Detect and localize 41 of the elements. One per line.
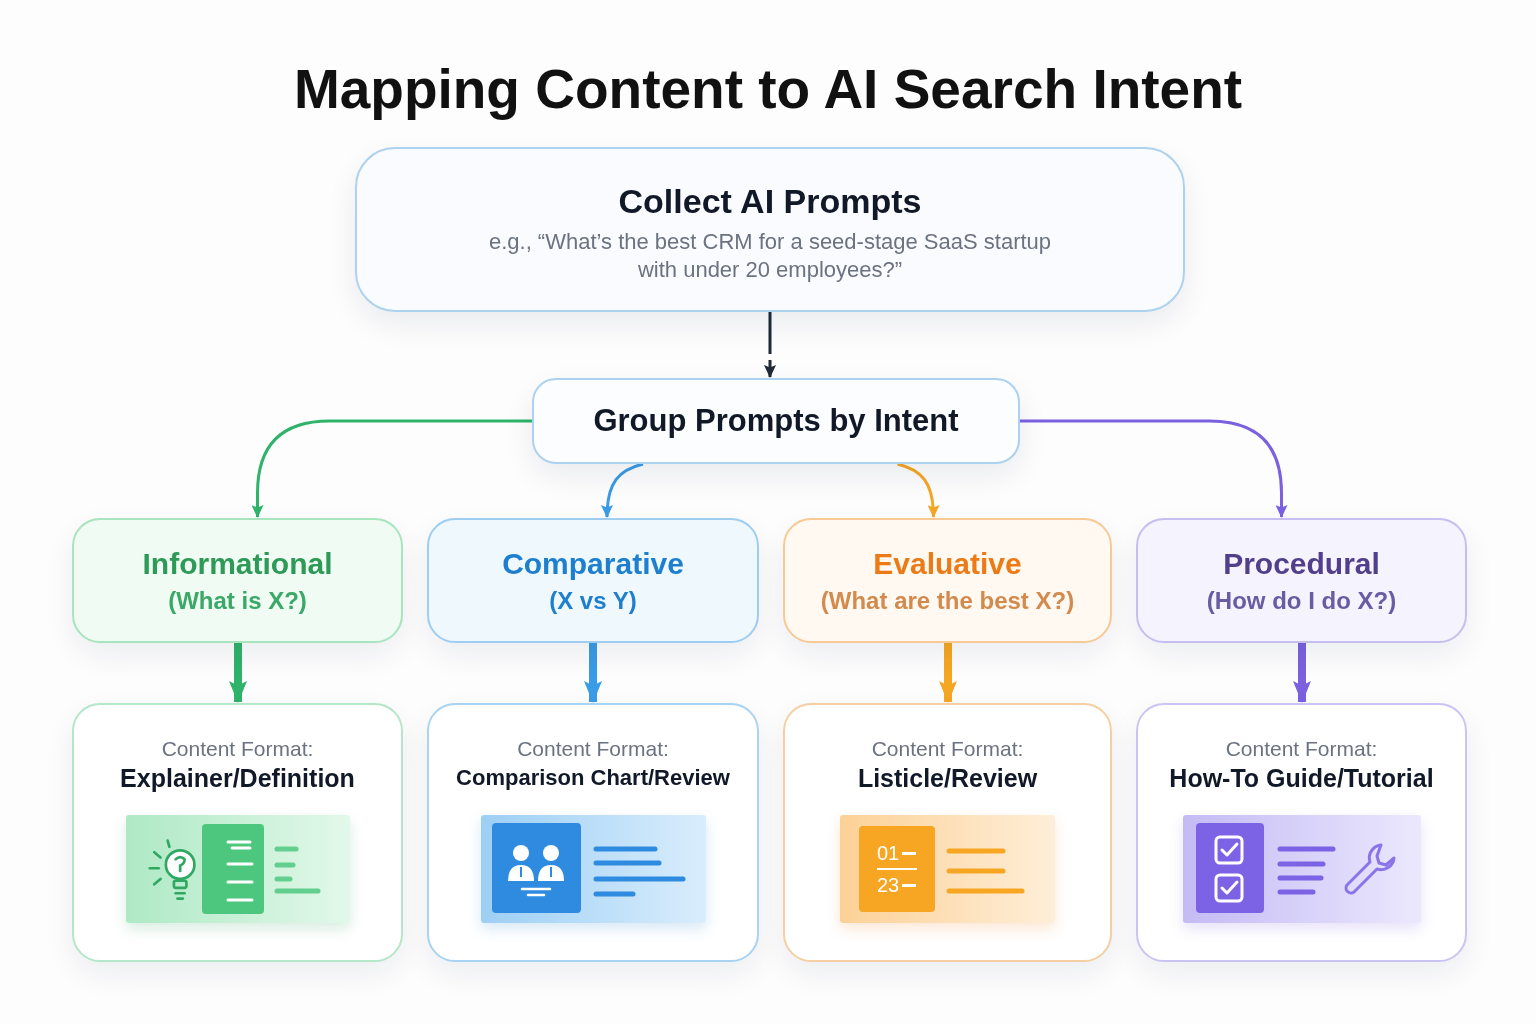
arrow bbox=[764, 312, 776, 378]
intent-title: Procedural bbox=[1223, 545, 1380, 582]
arrow bbox=[229, 643, 247, 703]
intent-box bbox=[1136, 518, 1467, 643]
arrow bbox=[1293, 643, 1311, 703]
intent-box bbox=[427, 518, 759, 643]
arrow bbox=[251, 419, 532, 518]
intent-title: Evaluative bbox=[873, 545, 1022, 582]
format-name: Explainer/Definition bbox=[120, 763, 355, 793]
example-prompt: e.g., “What’s the best CRM for a seed-stage SaaS startup with under 20 employees?” bbox=[487, 228, 1053, 284]
list-number: 01 bbox=[877, 841, 900, 865]
list-number: 23 bbox=[877, 873, 900, 897]
step-title: Collect AI Prompts bbox=[618, 181, 922, 222]
arrow bbox=[584, 643, 602, 703]
format-card bbox=[783, 703, 1112, 962]
format-name: Listicle/Review bbox=[857, 763, 1038, 793]
intent-example: (What is X?) bbox=[168, 585, 307, 616]
format-name: Comparison Chart/Review bbox=[456, 764, 730, 792]
format-card bbox=[427, 703, 759, 962]
format-card bbox=[72, 703, 403, 962]
format-caption: Content Format: bbox=[517, 736, 669, 762]
process-box bbox=[355, 147, 1185, 312]
arrow bbox=[939, 643, 957, 703]
diagram-title: Mapping Content to AI Search Intent bbox=[293, 57, 1243, 122]
format-name: How-To Guide/Tutorial bbox=[1169, 763, 1434, 793]
arrow bbox=[897, 462, 940, 518]
intent-box bbox=[783, 518, 1112, 643]
format-caption: Content Format: bbox=[1225, 736, 1378, 762]
format-caption: Content Format: bbox=[871, 736, 1024, 762]
intent-title: Comparative bbox=[502, 545, 684, 582]
format-card bbox=[1136, 703, 1467, 962]
intent-example: (How do I do X?) bbox=[1206, 585, 1397, 616]
intent-title: Informational bbox=[142, 545, 333, 582]
intent-box bbox=[72, 518, 403, 643]
arrow bbox=[1020, 419, 1288, 518]
arrow bbox=[601, 462, 644, 518]
step-title: Group Prompts by Intent bbox=[593, 402, 959, 440]
intent-example: (X vs Y) bbox=[549, 585, 637, 616]
process-box bbox=[532, 378, 1020, 464]
intent-example: (What are the best X?) bbox=[820, 585, 1075, 616]
format-caption: Content Format: bbox=[161, 736, 314, 762]
